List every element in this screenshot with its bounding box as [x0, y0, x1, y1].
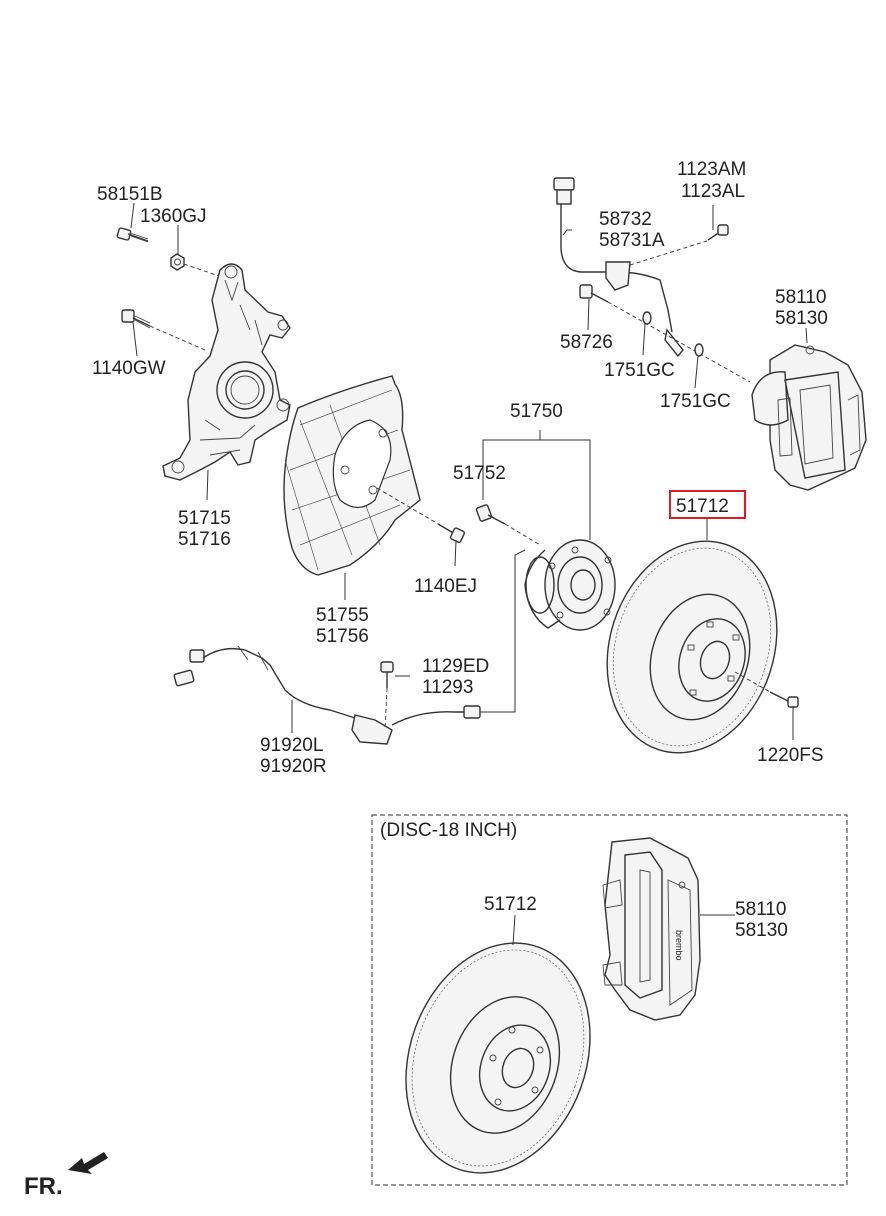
label-1140EJ: 1140EJ [414, 576, 477, 597]
label-51712-highlighted[interactable]: 51712 [676, 496, 729, 517]
label-1140GW: 1140GW [92, 358, 166, 379]
label-58130: 58130 [735, 920, 788, 941]
assembly-line [149, 325, 206, 351]
wheel-hub-assembly[interactable] [524, 539, 616, 631]
label-58110: 58110 [775, 287, 826, 308]
bolt-1123AM[interactable] [707, 224, 729, 241]
nut-1360GJ[interactable] [170, 253, 185, 271]
leader-lines [130, 202, 808, 740]
label-58110: 58110 [735, 899, 786, 920]
label-1220FS: 1220FS [757, 745, 824, 766]
front-arrow-icon [68, 1152, 108, 1174]
assembly-line [384, 687, 388, 731]
assembly-line [607, 301, 751, 383]
label-1129ED: 1129ED [422, 656, 489, 677]
label-51756: 51756 [316, 626, 369, 647]
brake-caliper-58110[interactable] [751, 344, 867, 491]
label-11293: 11293 [422, 677, 473, 698]
brake-disc-51712-18inch[interactable] [375, 917, 621, 1199]
highlight-box [669, 490, 746, 519]
label-51750: 51750 [510, 401, 563, 422]
label-51755: 51755 [316, 605, 369, 626]
label-91920R: 91920R [260, 756, 327, 777]
label-58151B: 58151B [97, 184, 163, 205]
label-51715: 51715 [178, 508, 231, 529]
label-51752: 51752 [453, 463, 506, 484]
sensor-leader [480, 549, 526, 713]
label-51716: 51716 [178, 529, 231, 550]
bolt-58726[interactable] [579, 284, 609, 303]
wheel-speed-sensor-91920L[interactable] [173, 645, 481, 745]
steering-knuckle[interactable] [162, 263, 291, 481]
wheel-stud-51752[interactable] [475, 504, 506, 525]
section-title: (DISC-18 INCH) [380, 820, 517, 841]
label-1751GC: 1751GC [604, 360, 675, 381]
label-58726: 58726 [560, 332, 613, 353]
bolt-1140EJ[interactable] [437, 523, 466, 544]
label-51712: 51712 [484, 894, 537, 915]
leader-51750 [482, 439, 591, 540]
label-91920L: 91920L [260, 735, 323, 756]
label-1123AM: 1123AM [677, 159, 746, 180]
label-1751GC: 1751GC [660, 391, 731, 412]
front-label: FR. [24, 1173, 63, 1200]
brake-disc-51712[interactable] [581, 519, 804, 775]
assembly-line [504, 523, 541, 546]
label-1360GJ: 1360GJ [140, 206, 207, 227]
brake-caliper-58110-18inch[interactable]: brembo [602, 837, 701, 1021]
label-1123AL: 1123AL [681, 181, 745, 202]
screw-1220FS[interactable] [769, 691, 799, 708]
bolt-1140GW[interactable] [121, 309, 151, 329]
brake-hose-58731A[interactable] [553, 177, 684, 358]
disc-18-inch-section [371, 814, 848, 1186]
bolt-1129ED[interactable] [380, 661, 394, 688]
bolt-58151B[interactable] [116, 227, 149, 243]
assembly-line [376, 487, 441, 526]
label-58732: 58732 [599, 209, 652, 230]
caliper-brand-text: brembo [674, 930, 684, 961]
front-direction-indicator: FR. [24, 1152, 108, 1200]
label-58130: 58130 [775, 308, 828, 329]
label-58731A: 58731A [599, 230, 665, 251]
leader-lines-bottom [512, 914, 735, 946]
washer-1751GC[interactable] [694, 343, 704, 357]
dust-cover[interactable] [283, 375, 421, 576]
washer-1751GC[interactable] [642, 311, 652, 325]
